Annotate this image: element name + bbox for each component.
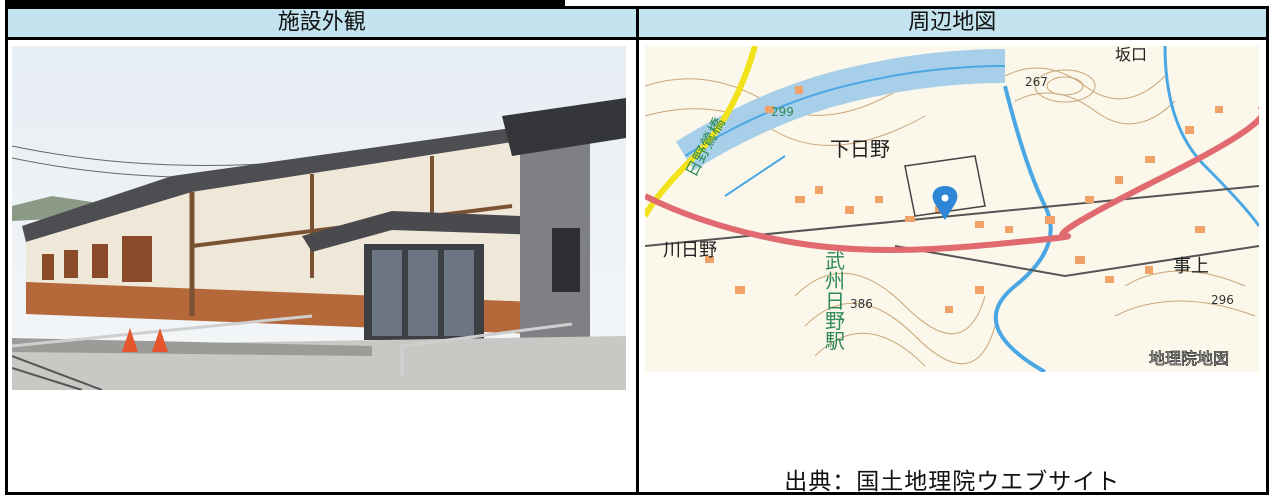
station-char-5: 駅	[825, 329, 845, 353]
content-row: 下日野 川日野 事上 坂口 267 386 296 299 武 州 日 野	[5, 37, 1269, 495]
map-illustration: 下日野 川日野 事上 坂口 267 386 296 299 武 州 日 野	[644, 46, 1259, 372]
map-watermark: 地理院地図	[1149, 349, 1229, 368]
location-marker-icon	[932, 186, 957, 220]
map-elev-386: 386	[850, 297, 873, 311]
facility-info-table: 施設外観 周辺地図	[5, 6, 1269, 495]
facility-photo	[12, 46, 626, 390]
facility-photo-cell	[5, 37, 639, 495]
surrounding-map-header: 周辺地図	[635, 6, 1269, 40]
top-border-line	[5, 0, 565, 6]
facility-photo-illustration	[12, 46, 626, 390]
header-row: 施設外観 周辺地図	[5, 6, 1269, 40]
station-char-3: 日	[825, 289, 845, 313]
map-road-number: 299	[771, 105, 794, 119]
map-label-hino: 川日野	[663, 240, 717, 261]
station-char-4: 野	[825, 309, 845, 333]
surrounding-map: 下日野 川日野 事上 坂口 267 386 296 299 武 州 日 野	[644, 46, 1259, 372]
station-char-2: 州	[825, 269, 845, 293]
map-source-credit: 出典：国土地理院ウエブサイト	[784, 469, 1121, 495]
map-label-sakaguchi: 坂口	[1115, 46, 1147, 64]
map-label-shimohino: 下日野	[830, 137, 890, 161]
surrounding-map-cell: 下日野 川日野 事上 坂口 267 386 296 299 武 州 日 野	[635, 37, 1269, 495]
map-elev-296: 296	[1211, 293, 1234, 307]
station-char-1: 武	[825, 249, 845, 273]
map-label-kotoue: 事上	[1173, 256, 1209, 277]
facility-exterior-header: 施設外観	[5, 6, 639, 40]
map-elev-267: 267	[1025, 75, 1048, 89]
